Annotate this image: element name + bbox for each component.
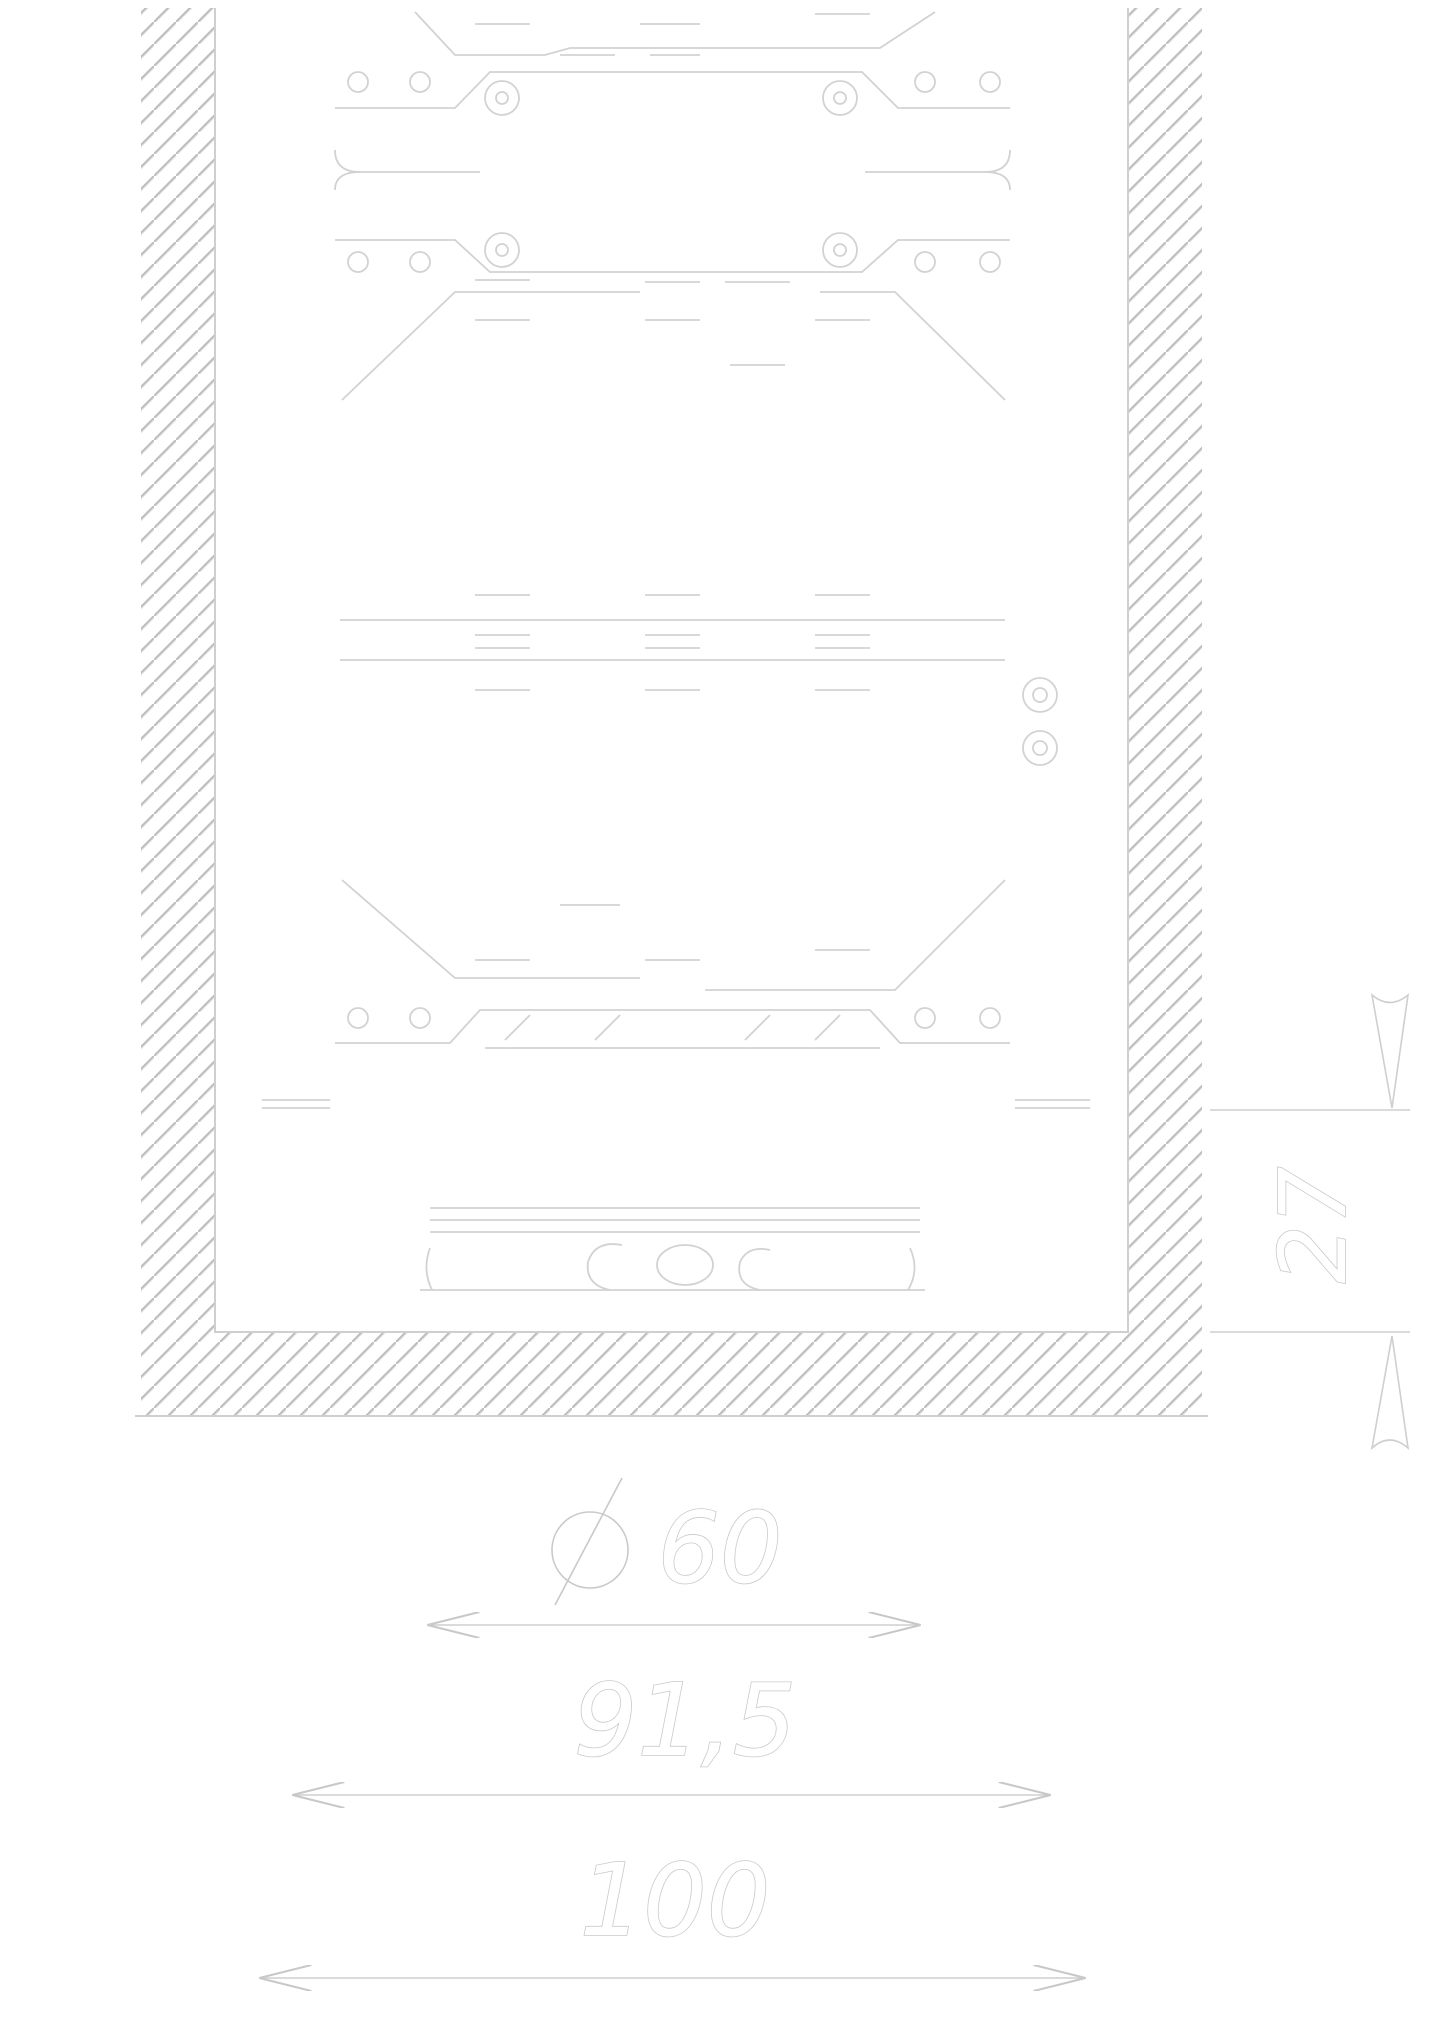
diameter-symbol-stroke [554,1477,623,1606]
bottom-wall-hatch [215,1332,1128,1416]
outer-width-dimension-label: 100 [580,1842,771,1959]
depth-arrow-bottom [1370,1335,1410,1451]
depth-dimension-label: 27 [1260,1166,1367,1283]
base-assembly [420,1207,925,1291]
left-wall-hatch [141,8,215,1416]
equipment-outline [262,11,1090,1291]
wall-outline [214,8,1129,1333]
diameter-dimension-label: 60 [658,1492,783,1606]
middle-rails [340,594,1058,766]
right-wall-hatch [1128,8,1202,1416]
inner-width-dimension: 91,5 [295,1661,1048,1795]
upper-module [334,11,1011,401]
lower-module [262,879,1090,1109]
outer-width-dimension: 100 [262,1841,1083,1978]
depth-dimension [1210,992,1410,1451]
diameter-symbol-circle [551,1511,629,1589]
hatched-wall-section [135,8,1208,1417]
inner-width-dimension-label: 91,5 [574,1662,797,1779]
depth-arrow-top [1370,992,1410,1109]
diameter-dimension: 60 [430,1477,918,1625]
